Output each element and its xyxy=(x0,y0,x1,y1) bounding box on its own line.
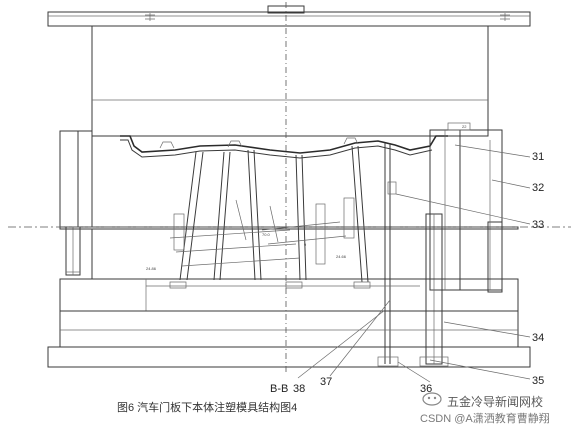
callout-34: 34 xyxy=(532,332,544,344)
callout-35: 35 xyxy=(532,375,544,387)
figure-caption: 图6 汽车门板下本体注塑模具结构图4 xyxy=(117,402,298,414)
dim-label-2: 24.66 xyxy=(336,254,347,259)
left-guide-assembly xyxy=(59,130,93,276)
leader-lines xyxy=(297,144,531,383)
callout-38: 38 xyxy=(293,383,305,395)
watermark-logo-icon xyxy=(422,392,442,406)
watermark-brand: 五金冷导新闻网校 xyxy=(447,395,544,409)
callout-36: 36 xyxy=(420,383,432,395)
section-label: B-B xyxy=(270,383,288,395)
cavity-plate xyxy=(91,25,489,137)
dim-label-1: 24.86 xyxy=(146,266,157,271)
callout-32: 32 xyxy=(532,182,544,194)
dim-label-4: 9 xyxy=(304,242,307,247)
dim-label-3: 70.0 xyxy=(262,232,271,237)
ejector-plates xyxy=(47,310,531,368)
top-clamp-plate xyxy=(47,5,531,27)
support-plate xyxy=(59,278,519,312)
dim-label-top: 22 xyxy=(462,124,467,129)
core-plate xyxy=(59,226,519,280)
callout-31: 31 xyxy=(532,151,544,163)
angled-lifters: 24.86 24.66 70.0 9 22 xyxy=(146,124,467,283)
right-guide-assembly xyxy=(425,122,503,365)
callouts: 31 32 33 34 35 36 37 B-B 38 xyxy=(270,151,544,395)
watermark-csdn: CSDN @A潇洒教育曹静翔 xyxy=(420,413,550,425)
callout-33: 33 xyxy=(532,219,544,231)
ejector-rod xyxy=(384,143,397,364)
callout-37: 37 xyxy=(320,376,332,388)
part-profile xyxy=(120,135,448,159)
